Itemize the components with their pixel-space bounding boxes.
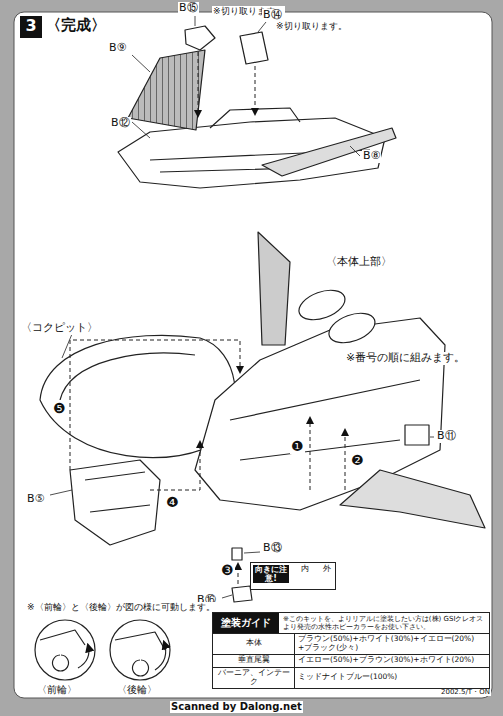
part-label: B⑫ [110, 117, 131, 130]
callout-number: ❺ [52, 400, 67, 416]
table-cell: ブラウン(50%)+ホワイト(30%)+イエロー(20%)+ブラック(少々) [295, 633, 489, 654]
orientation-note-box: 向きに注意! 内 外 [250, 562, 336, 590]
cell-text: ブラウン(50%)+ホワイト(30%)+イエロー(20%)+ブラック(少々) [298, 635, 486, 652]
note-text: 〈後輪〉 [116, 684, 158, 696]
cell-text: バーニア、インテーク [215, 669, 292, 686]
note-text: 〈コクピット〉 [20, 322, 99, 335]
note-text: ※切り取ります。 [275, 21, 348, 31]
cell-text: 垂直尾翼 [215, 656, 292, 665]
step-number-box: 3 [20, 16, 42, 38]
side-label: 外 [323, 564, 331, 573]
table-heading: 塗装ガイド [213, 613, 279, 633]
note-text: 〈本体上部〉 [325, 256, 393, 269]
cell-text: ミッドナイトブルー(100%) [298, 673, 486, 682]
part-label: B⑨ [108, 42, 127, 55]
cell-text: イエロー(50%)+ブラウン(30%)+ホワイト(20%) [298, 656, 486, 665]
callout-number: ❹ [165, 494, 180, 510]
table-note: ※このキットを、よりリアルに塗装したい方は(株) GSIクレオスより発売の水性ホ… [283, 615, 487, 631]
table-cell: バーニア、インテーク [213, 667, 295, 688]
paint-guide-table: 本体ブラウン(50%)+ホワイト(30%)+イエロー(20%)+ブラック(少々)… [212, 612, 490, 689]
part-label: B⑧ [362, 150, 381, 163]
part-label: B⑭ [262, 9, 283, 22]
warning-text: 向きに注意! [253, 565, 289, 583]
step-title: 〈完成〉 [46, 17, 106, 34]
part-label: B⑮ [178, 2, 199, 15]
side-label: 内 [301, 564, 309, 573]
part-label: B⑬ [262, 542, 283, 555]
table-cell: ミッドナイトブルー(100%) [295, 667, 489, 688]
note-text: ※〈前輪〉と〈後輪〉が図の様に可動します。 [26, 602, 216, 612]
watermark: Scanned by Dalong.net [170, 701, 303, 713]
part-label: B⑤ [26, 493, 45, 506]
note-text: ※番号の順に組みます。 [345, 352, 466, 365]
callout-number: ❸ [220, 562, 235, 578]
table-cell: イエロー(50%)+ブラウン(30%)+ホワイト(20%) [295, 654, 489, 667]
cell-text: 本体 [215, 639, 292, 648]
part-label: B⑪ [436, 430, 457, 443]
callout-number: ❶ [290, 438, 305, 454]
step-number: 3 [20, 17, 42, 35]
table-cell: 本体 [213, 633, 295, 654]
callout-number: ❷ [350, 452, 365, 468]
table-cell: 垂直尾翼 [213, 654, 295, 667]
note-text: 〈前輪〉 [36, 684, 78, 696]
